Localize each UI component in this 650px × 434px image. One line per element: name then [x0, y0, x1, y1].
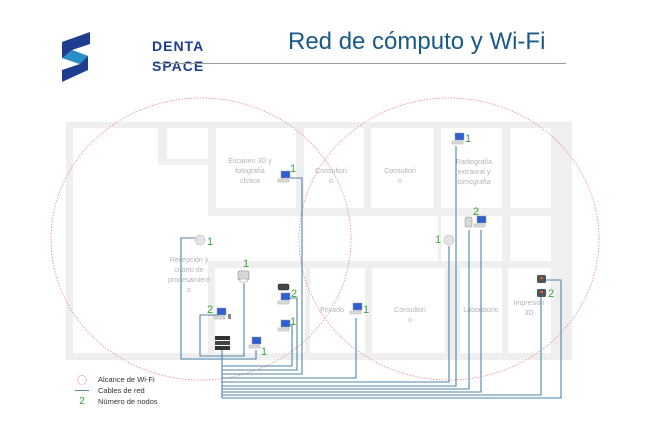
reception-pc2-node-count: 1 [290, 316, 296, 328]
room-label-radiografia-3: tomografía [457, 179, 491, 186]
cable-escaneo [222, 177, 303, 375]
title-divider [156, 63, 566, 64]
cable-right-ap [222, 246, 450, 383]
room-consultorio-2 [371, 128, 434, 208]
cable-privado [222, 318, 357, 379]
room-corridor-a [158, 165, 208, 224]
lab-node-count: 2 [473, 206, 479, 218]
cable-lab-pc [222, 230, 482, 393]
room-label-escaneo-1: Escaneo 3D y [228, 158, 272, 165]
cable-left-ap [180, 237, 222, 360]
room-label-escaneo-3: clínica [240, 178, 260, 185]
escaneo-node-count: 1 [290, 163, 296, 175]
page-title: Red de cómputo y Wi-Fi [288, 28, 546, 55]
legend: Alcance de Wi-Fi Cables de red 2 Número … [72, 374, 158, 407]
node-count-icon: 2 [79, 396, 85, 407]
server-icon[interactable] [215, 336, 230, 350]
room-label-recepcion-1: Recepción y [170, 257, 209, 264]
lab-computer-icon[interactable] [473, 215, 487, 228]
rooms [73, 128, 551, 353]
reception-printer-node-count: 1 [243, 258, 249, 270]
cable-radiografia [222, 146, 457, 387]
legend-label-wifi: Alcance de Wi-Fi [98, 375, 155, 384]
room-right-mid [510, 216, 551, 261]
room-label-consultorio-3a: Consultori [394, 307, 426, 314]
privado-computer-icon[interactable] [349, 302, 363, 315]
reception-computer-2-icon[interactable] [277, 319, 291, 332]
wifi-range-left [50, 97, 352, 381]
cable-3d-printer-2 [222, 297, 542, 396]
reception-laptop-node-count: 1 [261, 346, 267, 358]
reception-pc-scanner-node-count: 2 [207, 304, 213, 316]
reception-printer-pc-node-count: 2 [291, 288, 297, 300]
room-radiografia [441, 128, 502, 208]
legend-item-cables: Cables de red [72, 385, 158, 396]
logo-text-space: SPACE [152, 58, 205, 74]
cable-reception-printer [222, 283, 245, 357]
room-label-consultorio-2a: Consultori [384, 168, 416, 175]
reception-printer-icon[interactable] [237, 270, 250, 283]
3d-printer-1-icon[interactable] [537, 275, 546, 283]
logo-mark-icon [62, 32, 90, 82]
network-cables [180, 146, 562, 399]
radiografia-node-count: 1 [465, 133, 471, 145]
3d-printer-2-icon[interactable] [537, 289, 546, 297]
room-consultorio-3 [372, 268, 445, 353]
reception-computer-scanner-icon[interactable] [213, 307, 231, 320]
room-label-escaneo-2: fotografía [235, 168, 265, 175]
cable-reception-pc-scanner [199, 314, 222, 357]
cable-reception-laptop [222, 350, 257, 360]
room-label-impresion-2: 3D [525, 310, 534, 317]
room-right-top [510, 128, 551, 208]
room-label-impresion-1: Impresión [514, 300, 545, 307]
room-label-consultorio-1b: o [329, 178, 333, 185]
logo-text-denta: DENTA [152, 38, 205, 54]
room-consultorio-1 [304, 128, 364, 208]
left-access-point-icon[interactable] [194, 234, 206, 246]
room-label-recepcion-2: cuarto de [174, 267, 203, 274]
legend-label-cables: Cables de red [98, 386, 145, 395]
lab-printer-icon[interactable] [464, 216, 473, 228]
cable-3d-printer-1 [222, 279, 562, 399]
room-label-recepcion-4: o [187, 287, 191, 294]
network-cable-line-icon [75, 390, 89, 391]
cable-reception-printer-pc [222, 297, 298, 371]
escaneo-computer-icon[interactable] [277, 170, 291, 183]
devices[interactable]: 1 1 2 1 1 1 2 [194, 132, 554, 358]
cable-lab-printer [222, 230, 470, 390]
legend-label-nodes: Número de nodos [98, 397, 158, 406]
3d-printers-node-count: 2 [548, 288, 554, 300]
reception-inkjet-printer-icon[interactable] [277, 283, 290, 291]
room-left-open [73, 128, 158, 353]
room-label-consultorio-2b: o [398, 178, 402, 185]
left-ap-node-count: 1 [207, 236, 213, 248]
room-label-radiografia-2: extraoral y [458, 169, 491, 176]
privado-node-count: 1 [363, 304, 369, 316]
room-small-top [167, 128, 208, 159]
reception-computer-icon[interactable] [277, 292, 291, 305]
radiografia-computer-icon[interactable] [451, 132, 465, 145]
room-label-consultorio-3b: o [408, 317, 412, 324]
room-escaneo [216, 128, 296, 208]
room-label-consultorio-1a: Consultori [315, 168, 347, 175]
dentaspace-logo: DENTA SPACE [58, 30, 203, 84]
right-access-point-icon[interactable] [443, 234, 455, 246]
reception-laptop-icon[interactable] [248, 336, 262, 349]
room-label-privado: Privado [320, 307, 344, 314]
right-ap-node-count: 1 [435, 234, 441, 246]
legend-item-nodes: 2 Número de nodos [72, 396, 158, 407]
legend-item-wifi: Alcance de Wi-Fi [72, 374, 158, 385]
room-label-recepcion-3: procesamient [168, 277, 210, 284]
wifi-range-circle-icon [77, 374, 87, 385]
room-label-radiografia-1: Radiografía [456, 159, 492, 166]
